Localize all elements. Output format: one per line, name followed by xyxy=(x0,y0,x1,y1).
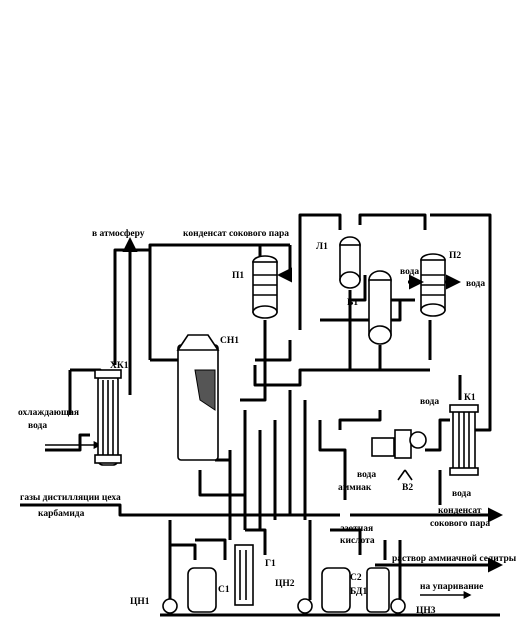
label-ammonia: аммиак xyxy=(338,483,372,493)
label-c1: С1 xyxy=(218,585,230,595)
label-cn1: СН1 xyxy=(220,336,239,346)
label-nitric-acid-2: кислота xyxy=(340,536,375,546)
label-v2: В2 xyxy=(402,483,413,493)
label-water-k1-top: вода xyxy=(420,397,439,407)
label-pump-cn1: ЦН1 xyxy=(130,597,150,607)
label-an-solution: раствор аммиачной селитры xyxy=(392,553,517,564)
label-l1: Л1 xyxy=(316,242,328,252)
cooling-water-inlet xyxy=(45,433,90,452)
unit-v2 xyxy=(371,429,427,481)
label-pump-cn3: ЦН3 xyxy=(416,606,436,616)
heater-p1 xyxy=(252,255,278,319)
label-urea-gases-2: карбамида xyxy=(38,508,85,519)
label-c2: С2 xyxy=(350,573,362,583)
label-cooling-water-2: вода xyxy=(28,421,47,431)
label-water-k1-bottom: вода xyxy=(452,489,471,499)
condenser-xk1 xyxy=(94,369,122,466)
label-juice-steam-condensate-top: конденсат сокового пара xyxy=(183,229,289,239)
label-condensate-right-1: конденсат xyxy=(438,506,482,516)
label-p2: П2 xyxy=(449,251,461,261)
label-v1: В1 xyxy=(347,298,358,308)
label-p1: П1 xyxy=(232,271,244,281)
vessel-bd1 xyxy=(366,567,390,613)
label-nitric-acid-1: азотная xyxy=(340,524,373,534)
condenser-k1 xyxy=(449,404,479,476)
label-water-v2: вода xyxy=(357,470,376,480)
pump-cn1 xyxy=(162,598,178,614)
apparatus-g1 xyxy=(234,544,254,606)
label-condensate-right-2: сокового пара xyxy=(430,519,490,529)
label-g1: Г1 xyxy=(265,559,276,569)
label-bd1: БД1 xyxy=(350,587,367,597)
separator-c1 xyxy=(187,567,217,613)
separator-c2 xyxy=(321,567,351,613)
pump-cn2 xyxy=(297,598,313,614)
label-xk1: ХК1 xyxy=(110,361,129,371)
column-cn1 xyxy=(176,334,220,461)
label-water-p2-in: вода xyxy=(400,267,419,277)
label-to-evaporation: на упаривание xyxy=(420,582,483,592)
separator-l1 xyxy=(339,236,361,289)
label-pump-cn2: ЦН2 xyxy=(275,579,295,589)
label-water-p2-out: вода xyxy=(466,279,485,289)
label-cooling-water-1: охлаждающая xyxy=(18,408,79,418)
piping xyxy=(20,213,503,617)
label-k1: К1 xyxy=(464,393,476,403)
label-urea-gases-1: газы дистилляции цеха xyxy=(20,493,121,503)
heater-p2 xyxy=(408,253,461,317)
label-to-atmosphere: в атмосферу xyxy=(92,228,145,239)
vessel-v1 xyxy=(368,270,392,345)
pump-cn3 xyxy=(390,598,406,614)
